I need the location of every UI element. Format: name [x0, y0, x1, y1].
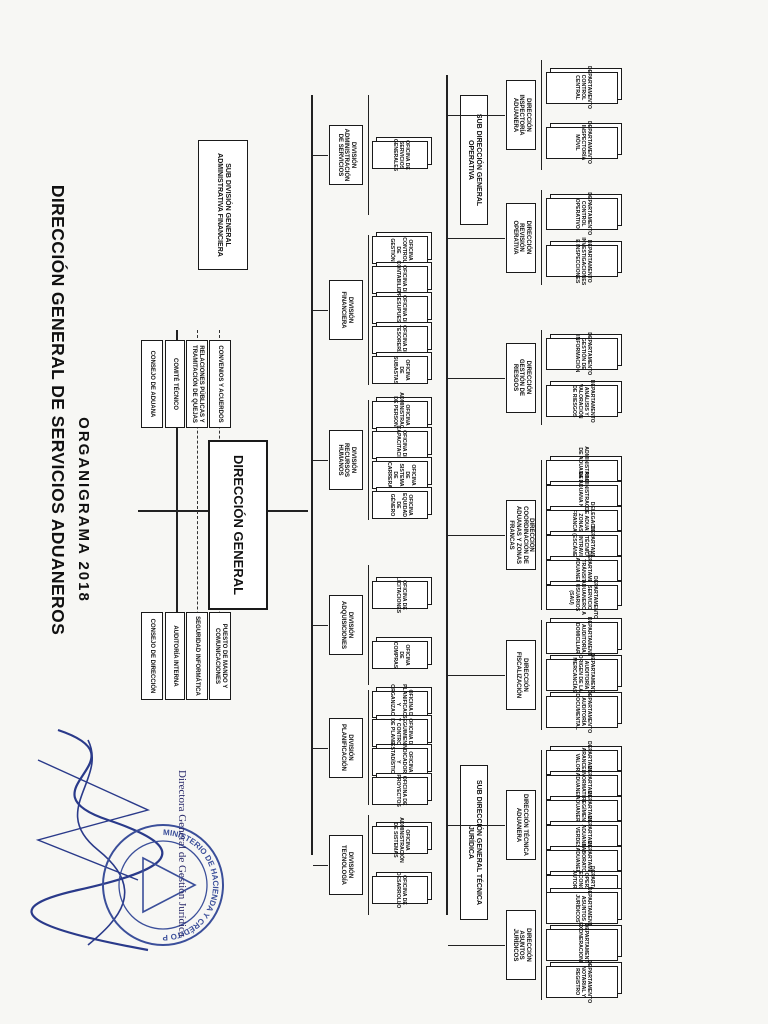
direction-stem — [448, 825, 505, 827]
direction-0: DIRECCIÓN INSPECTORÍA ADUANERA — [506, 80, 536, 150]
department-box: DEPARTAMENTO NOTARIAL Y REGISTRO — [546, 960, 618, 1003]
department-box: DEPARTAMENTO AUDITORÍA DOCUMENTAL — [546, 690, 618, 733]
division-stem — [313, 310, 328, 312]
division-5: DIVISIÓN TECNOLOGÍA — [329, 835, 363, 895]
department-box: DEPARTAMENTO SERVICIO ADUANERO A USUARIO… — [546, 576, 618, 619]
operativa-bus-line — [446, 75, 448, 915]
svg-text:MINISTERIO DE HACIENDA Y CRÉDI: MINISTERIO DE HACIENDA Y CRÉDITO PÚBLICO — [162, 820, 228, 942]
department-box: DEPARTAMENTO INVESTIGACIONES E INSPECCIO… — [546, 237, 618, 285]
document-subtitle: ORGANIGRAMA 2018 — [75, 417, 92, 603]
department-box: DEPARTAMENTO ANÁLISIS Y VALORACIÓN DE RI… — [546, 380, 618, 423]
advisory-consejo-direccion: CONSEJO DE DIRECCIÓN — [141, 612, 163, 700]
advisory-puesto-mando: PUESTO DE MANDO Y COMUNICACIONES — [209, 612, 231, 700]
direction-stem — [448, 535, 505, 537]
office-bus — [368, 400, 369, 520]
dept-bus — [541, 620, 542, 730]
office-bus — [368, 95, 369, 215]
direction-2: DIRECCIÓN GESTIÓN DE RIESGOS — [506, 342, 536, 413]
official-seal: MINISTERIO DE HACIENDA Y CRÉDITO PÚBLICO — [102, 820, 228, 946]
department-box: DEPARTAMENTO AUDITORÍA DOMICILIAR — [546, 617, 618, 660]
department-box: DEPARTAMENTO INSPECTORÍA MÓVIL — [546, 121, 618, 164]
dept-bus — [541, 190, 542, 285]
advisory-consejo-aduana: CONSEJO DE ADUANA — [141, 340, 163, 428]
direction-3: DIRECCIÓN COORDINACIÓN DE ADUANAS Y ZONA… — [506, 500, 536, 570]
sub-division-admin-financiera: SUB DIVISIÓN GENERAL ADMINISTRATIVA FINA… — [198, 140, 248, 270]
department-box: DEPARTAMENTO GESTIÓN DE INFORMACIÓN — [546, 332, 618, 375]
direction-4: DIRECCIÓN FISCALIZACIÓN — [506, 640, 536, 710]
office-box: OFICINA ADMINISTRACIÓN DE SISTEMAS — [372, 817, 428, 863]
office-box: OFICINA DE PRESUPUESTO — [372, 290, 428, 330]
division-stem — [313, 865, 328, 867]
office-box: OFICINA DE DESARROLLO — [372, 872, 428, 908]
office-bus — [368, 815, 369, 915]
office-box: OFICINA DE TESORERÍA — [372, 325, 428, 355]
office-bus — [368, 235, 369, 385]
advisory-comite-tecnico: COMITÉ TÉCNICO — [165, 340, 185, 428]
department-box: DEPARTAMENTO CONTROL CENTRAL — [546, 66, 618, 109]
advisory-relaciones-publicas: RELACIONES PÚBLICAS Y TRAMITACIÓN DE QUE… — [186, 340, 208, 428]
office-box: OFICINA EQUIDAD DE GÉNERO — [372, 491, 428, 519]
department-box: DEPARTAMENTO ASUNTOS JURÍDICOS — [546, 887, 618, 930]
direction-stem — [448, 945, 505, 947]
direction-stem — [448, 675, 505, 677]
division-4: DIVISIÓN PLANIFICACIÓN — [329, 717, 363, 778]
seal-text: MINISTERIO DE HACIENDA Y CRÉDITO PÚBLICO — [162, 820, 228, 942]
sub-direccion-tecnica-juridica: SUB DIRECCIÓN GENERAL TÉCNICA JURÍDICA — [460, 765, 488, 920]
office-box: OFICINA DE SERVICIOS GENERALES — [372, 139, 428, 171]
office-box: OFICINA DE SISTEMA DE CARRERA — [372, 461, 428, 489]
signature-caption: Directora General de Gestión Jurídica — [176, 770, 188, 937]
department-box: DEPARTAMENTO EXONERACIONES — [546, 922, 618, 968]
direccion-general-box: DIRECCIÓN GENERAL — [208, 440, 268, 610]
direction-5: DIRECCIÓN TÉCNICA ADUANERA — [506, 790, 536, 860]
direction-stem — [448, 377, 505, 379]
office-bus — [368, 690, 369, 805]
dept-bus — [541, 60, 542, 170]
advisory-convenios: CONVENIOS Y ACUERDOS — [209, 340, 231, 428]
division-stem — [313, 625, 328, 627]
division-3: DIVISIÓN ADQUISICIONES — [329, 595, 363, 655]
division-stem — [313, 460, 328, 462]
dept-bus — [541, 460, 542, 610]
direction-1: DIRECCIÓN REVISIÓN OPERATIVA — [506, 202, 536, 273]
direction-stem — [448, 115, 505, 117]
office-box: OFICINA DE CAPACITACIÓN — [372, 426, 428, 465]
office-box: OFICINA DE LICITACIONES — [372, 577, 428, 613]
direction-stem — [448, 237, 505, 239]
document-title: DIRECCIÓN GENERAL DE SERVICIOS ADUANEROS — [48, 184, 68, 636]
advisory-seguridad-informatica: SEGURIDAD INFORMÁTICA — [186, 612, 208, 700]
division-2: DIVISIÓN RECURSOS HUMANOS — [329, 430, 363, 490]
division-stem — [313, 155, 328, 157]
office-box: OFICINA INDICADORES Y ESTADÍSTICAS — [372, 743, 428, 781]
division-stem — [313, 747, 328, 749]
division-1: DIVISIÓN FINANCIERA — [329, 280, 363, 340]
admin-bus-line — [311, 95, 313, 855]
direction-6: DIRECCIÓN ASUNTOS JURÍDICOS — [506, 910, 536, 980]
dept-bus — [541, 890, 542, 1000]
office-box: OFICINA DE COMPRAS — [372, 641, 428, 669]
dept-bus — [541, 750, 542, 900]
dept-bus — [541, 330, 542, 425]
office-box: OFICINA DE SUBASTAS — [372, 356, 428, 384]
advisory-auditoria-interna: AUDITORÍA INTERNA — [165, 612, 185, 700]
department-box: DEPARTAMENTO CONTROL OPERATIVO — [546, 192, 618, 235]
division-0: DIVISIÓN ADMINISTRACIÓN DE SERVICIOS — [329, 125, 363, 185]
office-box: OFICINA DE PROYECTOS — [372, 774, 428, 807]
office-bus — [368, 565, 369, 685]
department-box: DEPARTAMENTO AUDITORÍA ORIGEN DE LAS MER… — [546, 654, 618, 696]
